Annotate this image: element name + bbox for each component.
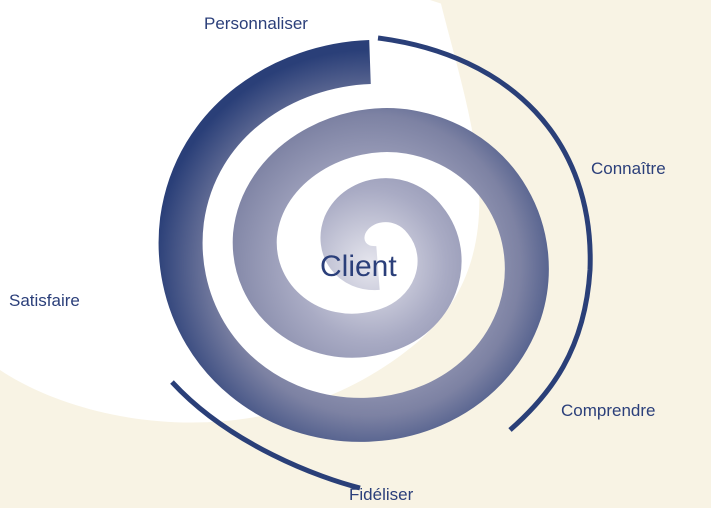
spiral-band [158, 40, 549, 442]
stage-label-connaitre: Connaître [591, 159, 666, 178]
stage-label-comprendre: Comprendre [561, 401, 656, 420]
spiral-tail-top [377, 35, 593, 432]
stage-label-satisfaire: Satisfaire [9, 291, 80, 310]
stage-label-fideliser: Fidéliser [349, 485, 414, 504]
spiral-tail-bottom [170, 380, 361, 491]
background-cream-arc [430, 0, 711, 508]
center-label-client: Client [320, 250, 397, 283]
stage-label-personnaliser: Personnaliser [204, 14, 308, 33]
